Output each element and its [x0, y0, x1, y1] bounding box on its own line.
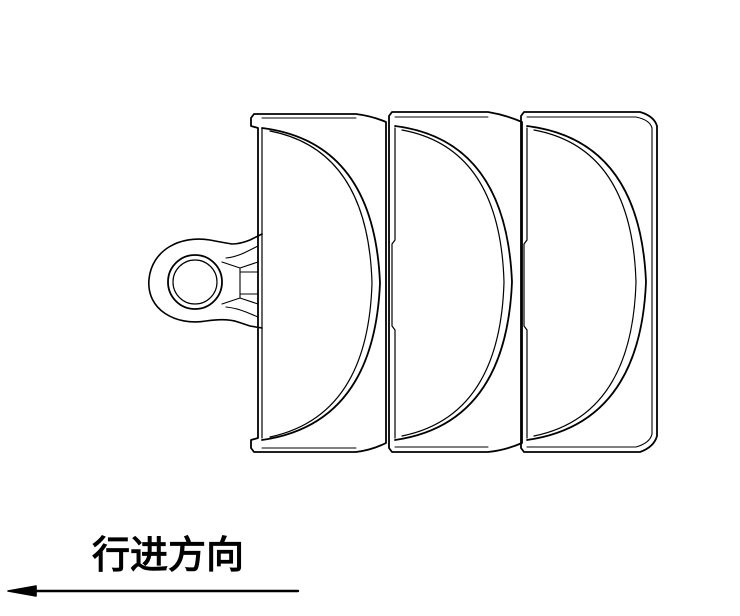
plate-1-crescent-inner [269, 130, 373, 438]
hinge-knuckle [148, 233, 263, 329]
plate-3-outline [520, 111, 658, 453]
chain-plate-2 [388, 111, 523, 453]
plate-2-crescent-inner [401, 129, 505, 437]
plate-3-crescent-outer [526, 125, 647, 441]
plate-2-crescent-outer [394, 125, 513, 441]
plate-3-right-edge [526, 116, 653, 448]
chain-plate-3 [520, 111, 658, 453]
knuckle-inner-outline [225, 245, 259, 318]
direction-arrow-head [7, 585, 37, 597]
plate-2-outline [388, 111, 523, 453]
plate-2-left-edge [391, 127, 396, 439]
plate-1-crescent-outer [261, 127, 381, 441]
plate-3-left-edge [523, 127, 528, 439]
chain-plate-1 [250, 113, 387, 453]
plate-3-crescent-inner [533, 129, 637, 437]
direction-label: 行进方向 [92, 533, 245, 577]
pin-hole-outer [167, 254, 223, 310]
knuckle-rib [221, 261, 259, 305]
knuckle-outer-outline [148, 233, 263, 329]
direction-arrow [7, 585, 300, 597]
plate-1-outline [250, 113, 387, 453]
pin-hole-inner [172, 259, 218, 305]
